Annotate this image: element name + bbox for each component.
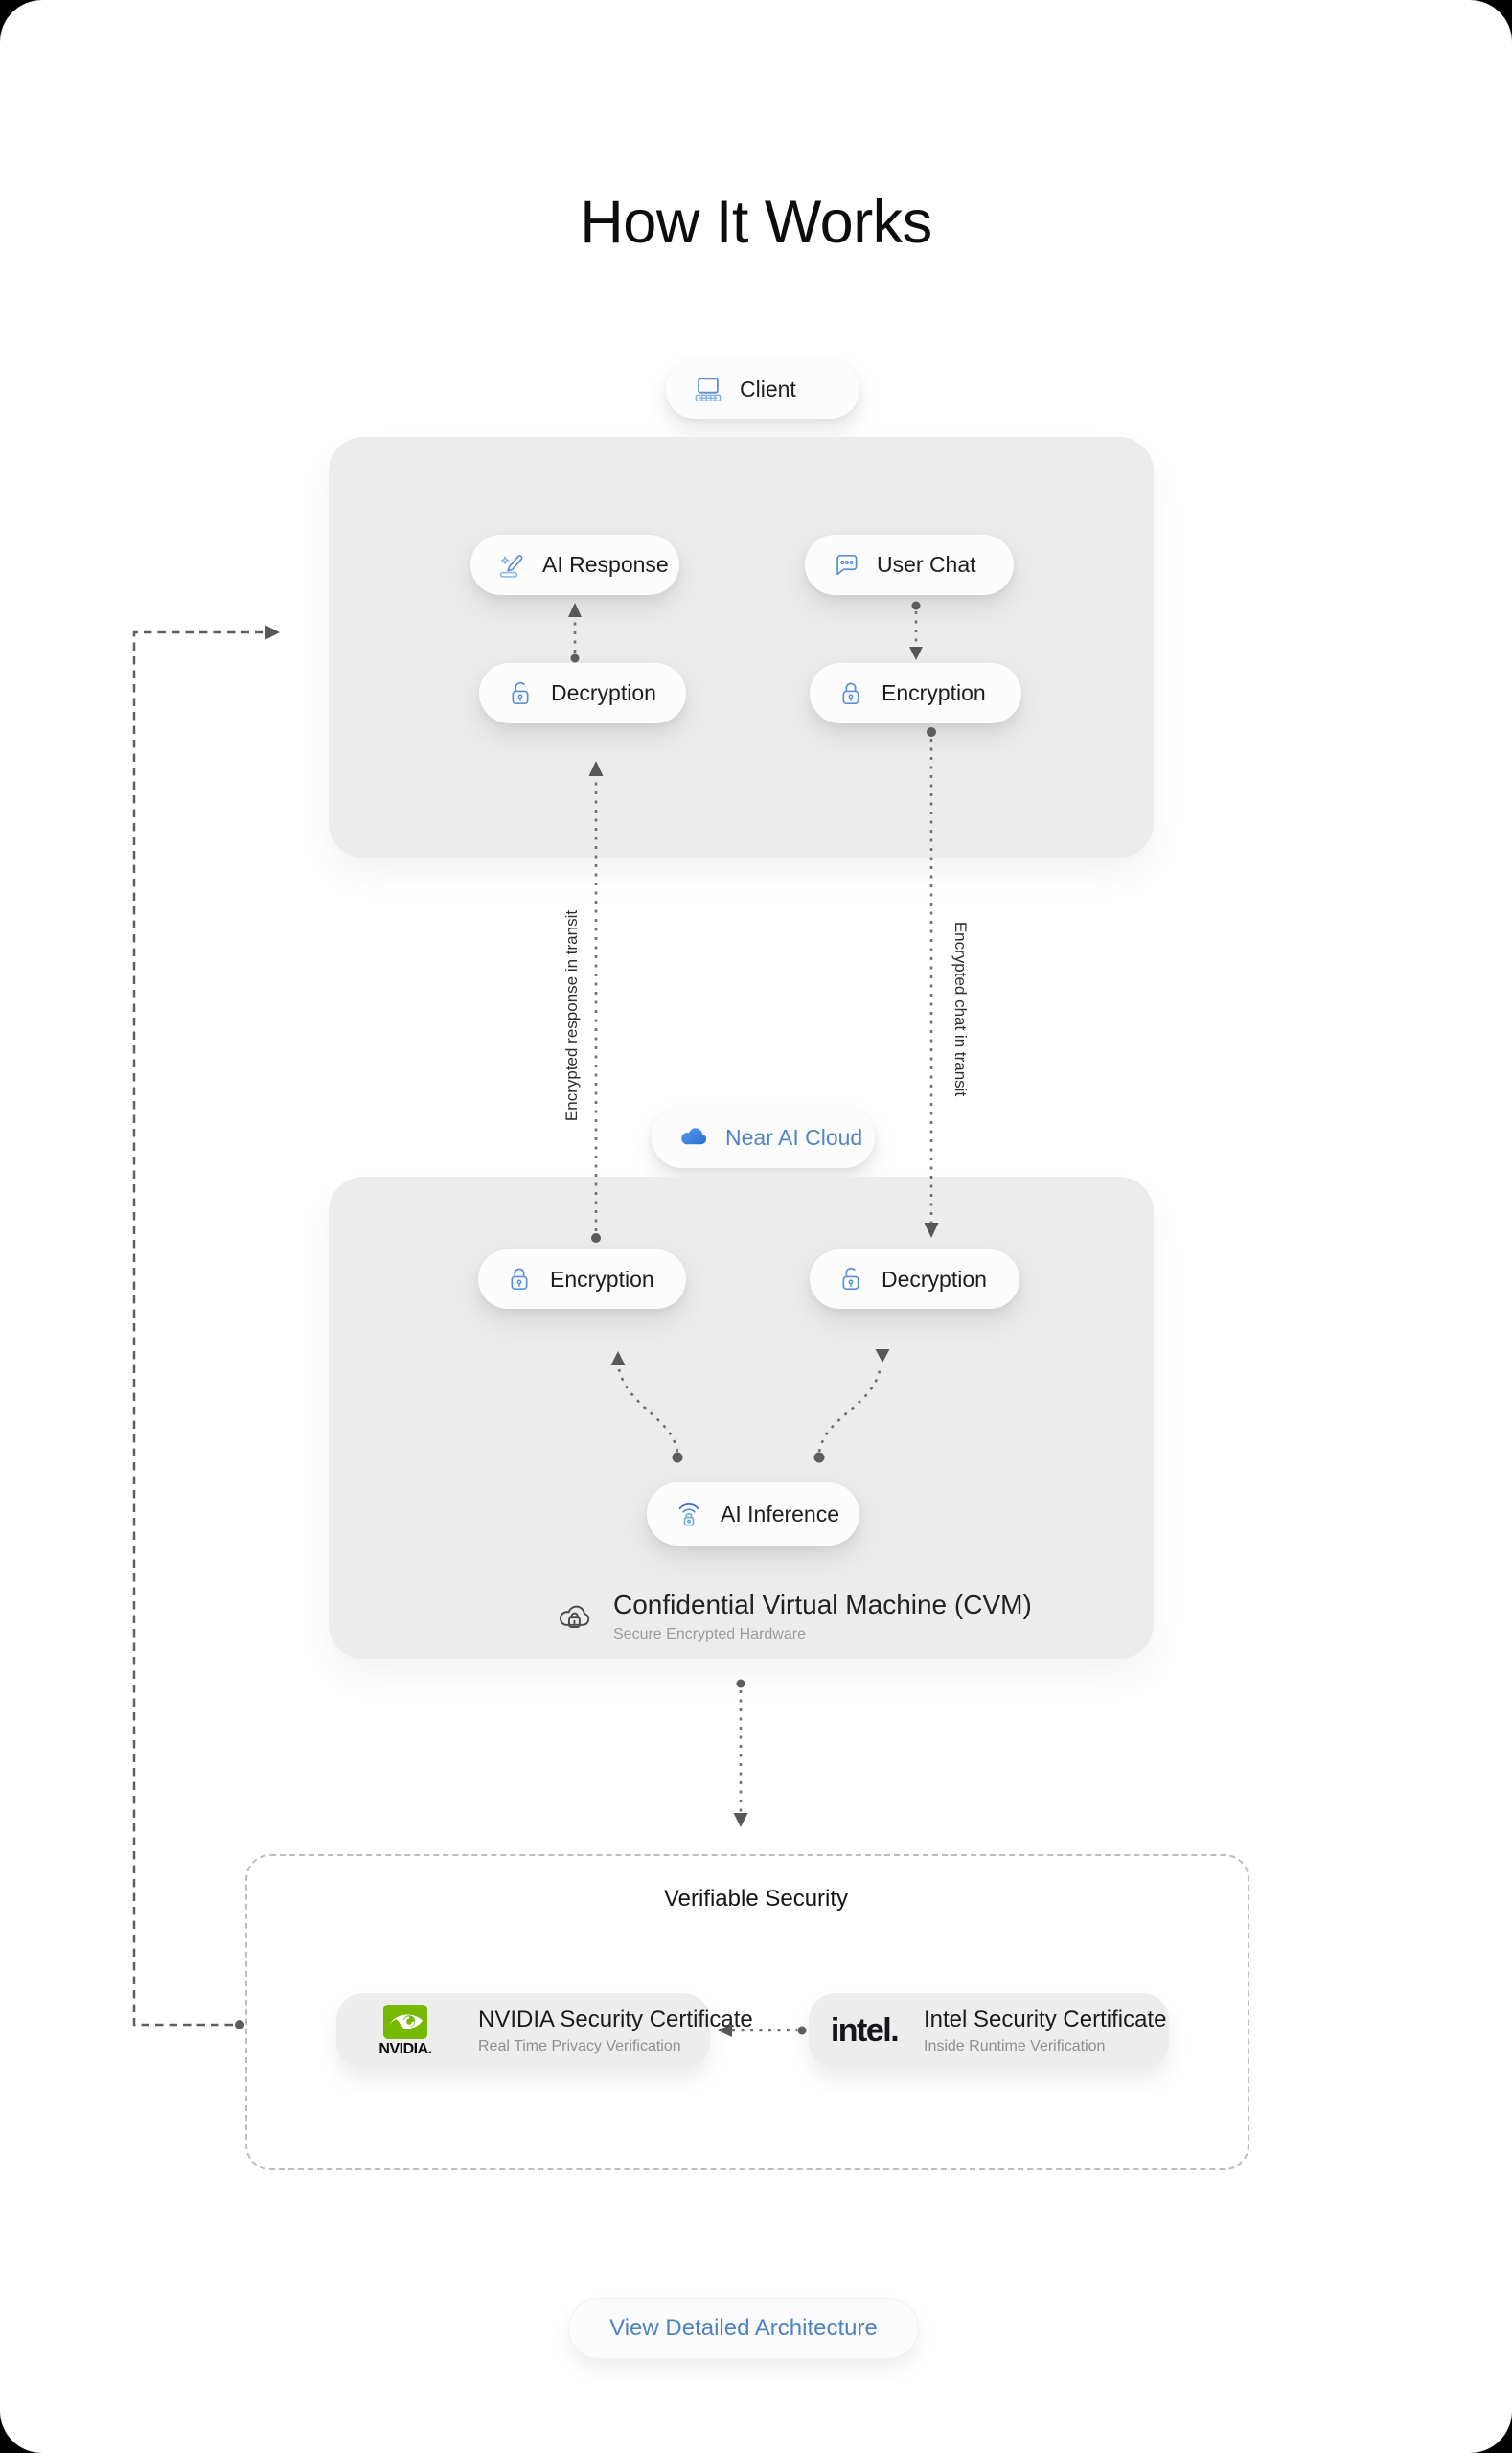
- intel-logo: intel.: [830, 2012, 900, 2049]
- client-zone-box: [329, 437, 1154, 858]
- client-node: Client: [666, 360, 859, 419]
- cvm-decryption-node: Decryption: [810, 1249, 1019, 1309]
- client-decryption-node: Decryption: [479, 663, 686, 723]
- unlock-icon: [835, 1263, 867, 1295]
- ai-inference-node: AI Inference: [647, 1482, 859, 1546]
- nvidia-cert-title: NVIDIA Security Certificate: [478, 2006, 753, 2032]
- cvm-encryption-label: Encryption: [550, 1266, 654, 1292]
- nvidia-wordmark: NVIDIA.: [378, 2040, 432, 2057]
- cloud-lock-icon: [552, 1594, 598, 1637]
- cvm-subtitle: Secure Encrypted Hardware: [613, 1625, 806, 1642]
- nvidia-certificate: NVIDIA. NVIDIA Security Certificate Real…: [336, 1993, 753, 2069]
- chat-bubble-icon: [830, 549, 862, 582]
- near-ai-cloud-label: Near AI Cloud: [725, 1124, 863, 1150]
- ai-inference-label: AI Inference: [721, 1501, 840, 1526]
- page-title: How It Works: [580, 189, 932, 256]
- client-label: Client: [740, 377, 796, 401]
- ai-sparkle-pen-icon: [495, 549, 528, 582]
- connector-cvm-to-verifiable-security: [733, 1679, 748, 1827]
- client-decryption-label: Decryption: [551, 680, 656, 705]
- secure-inference-icon: [672, 1497, 706, 1531]
- laptop-icon: [691, 373, 725, 407]
- near-ai-cloud-badge: Near AI Cloud: [652, 1107, 875, 1168]
- cvm-decryption-label: Decryption: [882, 1266, 987, 1292]
- connector-verification-to-client: [132, 625, 280, 2029]
- ai-response-node: AI Response: [470, 535, 679, 595]
- cvm-caption: Confidential Virtual Machine (CVM) Secur…: [552, 1590, 1032, 1643]
- verifiable-security-title: Verifiable Security: [663, 1886, 849, 1912]
- intel-cert-title: Intel Security Certificate: [924, 2006, 1167, 2032]
- user-chat-node: User Chat: [805, 535, 1014, 595]
- intel-certificate: intel. Intel Security Certificate Inside…: [809, 1993, 1169, 2069]
- lock-icon: [835, 677, 867, 710]
- cta-label: View Detailed Architecture: [609, 2315, 878, 2341]
- user-chat-label: User Chat: [877, 552, 976, 577]
- intel-cert-subtitle: Inside Runtime Verification: [924, 2038, 1106, 2054]
- nvidia-cert-subtitle: Real Time Privacy Verification: [478, 2038, 681, 2054]
- cloud-icon: [676, 1120, 711, 1155]
- cvm-encryption-node: Encryption: [478, 1249, 686, 1309]
- lock-icon: [503, 1263, 536, 1295]
- client-encryption-label: Encryption: [882, 680, 986, 705]
- unlock-icon: [504, 677, 537, 710]
- cvm-title: Confidential Virtual Machine (CVM): [613, 1590, 1032, 1619]
- client-encryption-node: Encryption: [810, 663, 1021, 723]
- encrypted-chat-transit-label: Encrypted chat in transit: [951, 921, 970, 1097]
- nvidia-logo: NVIDIA.: [357, 2004, 453, 2058]
- ai-response-label: AI Response: [542, 552, 669, 577]
- encrypted-response-transit-label: Encrypted response in transit: [562, 909, 581, 1122]
- view-detailed-architecture-button[interactable]: View Detailed Architecture: [568, 2298, 919, 2359]
- cvm-zone-box: [329, 1177, 1154, 1659]
